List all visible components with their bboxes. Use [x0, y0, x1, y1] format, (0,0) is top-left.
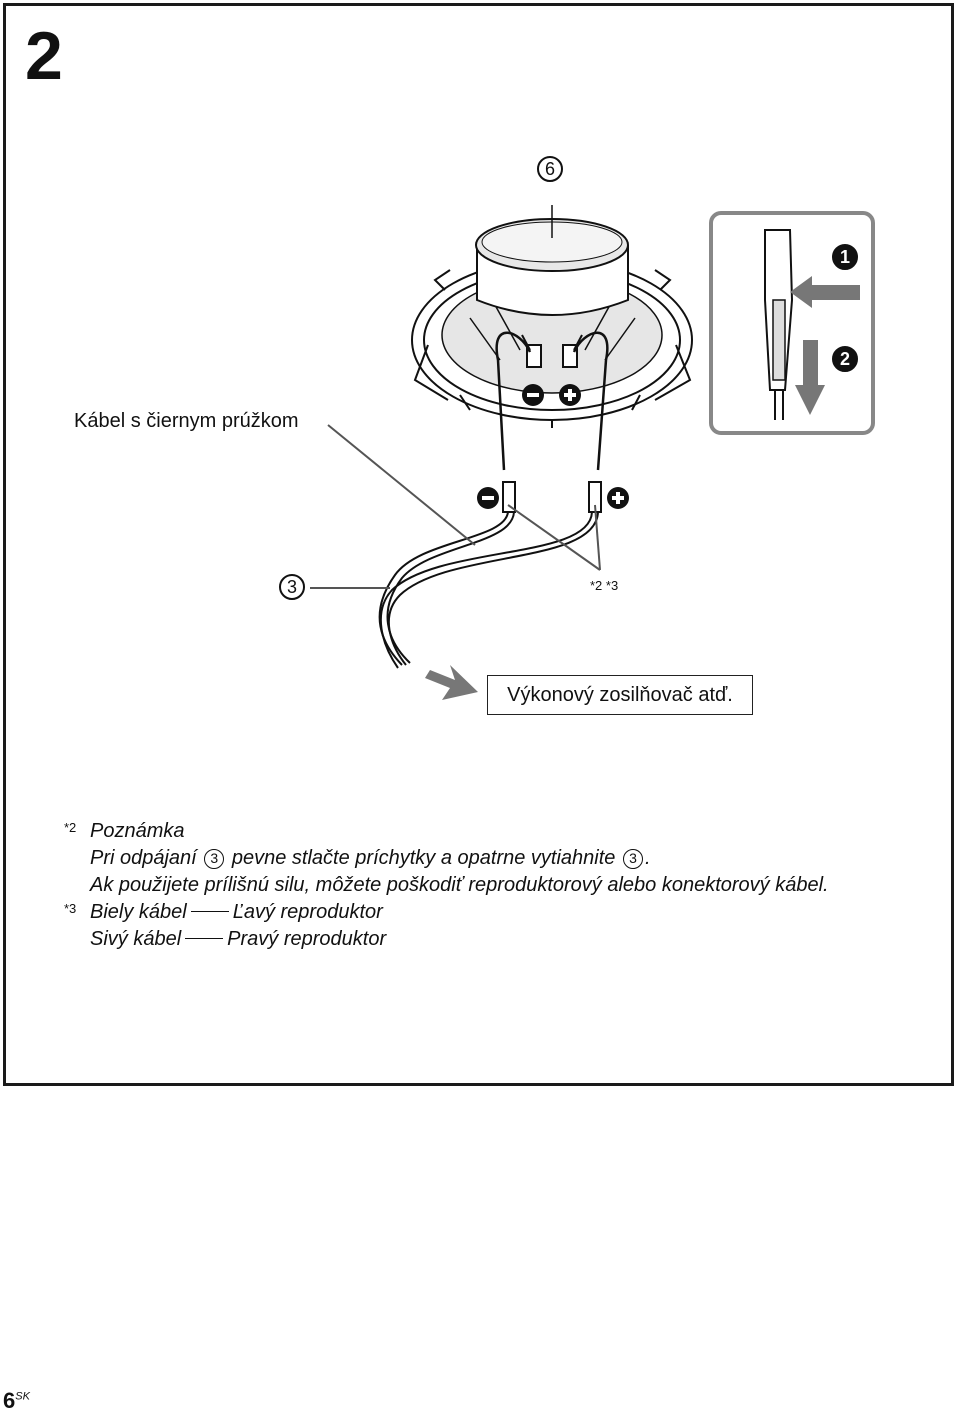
- step-number: 2: [25, 18, 63, 94]
- page-lang: SK: [15, 1390, 30, 1403]
- cable-connectors: [502, 481, 602, 513]
- arrow-to-amplifier: [425, 665, 478, 700]
- callout-part-6: 6: [537, 156, 563, 182]
- callout-step-1: 1: [832, 244, 858, 270]
- page-number: 6SK: [3, 1388, 30, 1413]
- note3-mark: *3: [64, 901, 77, 916]
- note3-line1-b: Ľavý reproduktor: [232, 901, 383, 923]
- polarity-symbols-speaker: [522, 384, 581, 406]
- speaker-illustration: [411, 205, 693, 428]
- note2-ref-part3: 3: [204, 848, 225, 869]
- black-stripe-cable-label: Kábel s čiernym prúžkom: [74, 410, 299, 432]
- amplifier-label: Výkonový zosilňovač atď.: [487, 675, 753, 715]
- leader-lines: [310, 424, 601, 589]
- note2-mark: *2: [64, 820, 77, 835]
- footnotes: *2 Poznámka Pri odpájaní 3 pevne stlačte …: [62, 818, 829, 953]
- callout-part-3: 3: [279, 574, 305, 600]
- inset-panel: [709, 211, 875, 435]
- speaker-wiring-diagram: [310, 205, 875, 700]
- dash: [185, 938, 224, 939]
- dash: [190, 911, 229, 912]
- note2-line1-b: pevne stlačte príchytky a opatrne vytiah…: [231, 847, 616, 869]
- note2-line1-end: .: [644, 847, 651, 869]
- note2-line1-a: Pri odpájaní: [90, 847, 197, 869]
- note2-line2: Ak použijete prílišnú silu, môžete poško…: [90, 874, 829, 896]
- figure-frame: [3, 3, 954, 1086]
- speaker-wires: [495, 331, 609, 471]
- note3-line1-a: Biely kábel: [90, 901, 187, 923]
- polarity-symbols-cable: [477, 487, 629, 509]
- connection-cables: [378, 511, 599, 669]
- note2-title: Poznámka: [90, 820, 185, 842]
- note3-line2-b: Pravý reproduktor: [227, 928, 387, 950]
- footnote-marks: *2 *3: [590, 578, 619, 593]
- note2-ref-part3-second: 3: [622, 848, 643, 869]
- note3-line2-a: Sivý kábel: [90, 928, 182, 950]
- callout-step-2: 2: [832, 346, 858, 372]
